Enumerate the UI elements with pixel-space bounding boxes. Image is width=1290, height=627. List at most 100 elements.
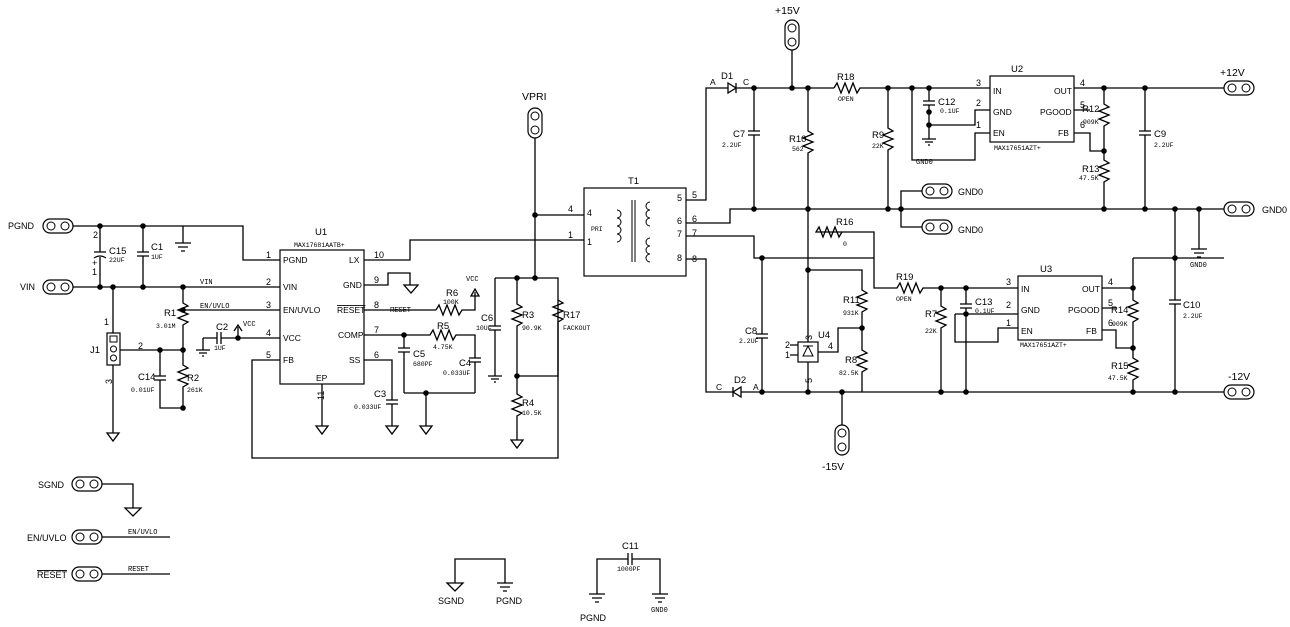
u1-num-6: 6 bbox=[374, 350, 379, 360]
t1-secondary-coil-a bbox=[645, 201, 651, 227]
t1-pri-label: PRI bbox=[591, 226, 603, 233]
gnd0-connector-a-label: GND0 bbox=[958, 187, 983, 197]
j1-pin1-num: 1 bbox=[104, 317, 109, 327]
vpri-connector-pin-b bbox=[530, 125, 540, 135]
pgnd-connector-pin-b bbox=[60, 221, 70, 231]
u3-pin-out: OUT bbox=[1082, 284, 1100, 294]
u1-pin-comp: COMP bbox=[338, 330, 364, 340]
input-section: PGND VIN VIN C15 22UF 2 1 + C1 1UF R1 3.… bbox=[8, 218, 280, 443]
minus12-connector-pin-b bbox=[1241, 387, 1251, 397]
plus12-label: +12V bbox=[1220, 67, 1245, 79]
t1-core bbox=[631, 200, 636, 262]
plus12-connector-pin-b bbox=[1241, 83, 1251, 93]
r15-value: 47.5K bbox=[1108, 375, 1128, 382]
junction bbox=[805, 389, 811, 395]
t1-pin1-in: 1 bbox=[587, 237, 592, 247]
reset-out-label: RESET bbox=[128, 566, 149, 574]
u2-num-4: 4 bbox=[1080, 78, 1085, 88]
u4-pin5: 5 bbox=[804, 378, 814, 383]
u3-input-wires bbox=[954, 287, 1018, 343]
c14-value: 0.01UF bbox=[131, 387, 155, 394]
sgnd-wire bbox=[102, 483, 143, 517]
u2-num-1: 1 bbox=[976, 120, 981, 130]
u2-num-3: 3 bbox=[976, 78, 981, 88]
gnd0-right-label: GND0 bbox=[1262, 205, 1287, 215]
u1-num-9: 9 bbox=[374, 275, 379, 285]
gnd0-connector-b-label: GND0 bbox=[958, 225, 983, 235]
u2-body[interactable] bbox=[989, 75, 1075, 143]
u1-pin-fb: FB bbox=[283, 355, 294, 365]
j1-pin2-num: 2 bbox=[138, 341, 143, 351]
gnd0-connector-a-pin-b bbox=[939, 186, 949, 196]
t1-pin7-wire bbox=[686, 235, 762, 259]
vin-connector-label: VIN bbox=[20, 282, 35, 292]
vin-net-label: VIN bbox=[200, 279, 213, 287]
c13-value: 0.1UF bbox=[975, 308, 995, 315]
c1-ref: C1 bbox=[151, 242, 163, 253]
u2-ref: U2 bbox=[1011, 64, 1023, 75]
u4-ref: U4 bbox=[818, 330, 830, 341]
r10-symbol bbox=[801, 88, 815, 394]
minus15-label: -15V bbox=[822, 461, 844, 473]
c3-symbol bbox=[364, 359, 400, 436]
junction bbox=[759, 389, 765, 395]
gnd0-right-pin-a bbox=[1227, 204, 1237, 214]
d2-anode: A bbox=[753, 382, 759, 392]
r14-value: 909K bbox=[1112, 321, 1128, 328]
u1-pin-lx: LX bbox=[349, 255, 360, 265]
plus15-connector-pin-b bbox=[787, 37, 797, 47]
u1-pin-ss: SS bbox=[349, 355, 361, 365]
u2-gnd-wire bbox=[929, 109, 990, 126]
c11-ref: C11 bbox=[622, 541, 639, 552]
r9-symbol bbox=[881, 88, 895, 209]
r5-ref: R5 bbox=[437, 321, 449, 332]
c15-plus: + bbox=[92, 258, 97, 268]
u1-fb-feedback-wire bbox=[251, 300, 559, 459]
t1-pin1: 1 bbox=[568, 230, 573, 240]
j1-ground-symbol bbox=[105, 432, 121, 443]
vin-connector-pin-b bbox=[60, 282, 70, 292]
junction bbox=[938, 389, 944, 395]
u4-ref-wire bbox=[818, 327, 862, 353]
r5-value: 4.75K bbox=[433, 344, 453, 351]
u1-ref: U1 bbox=[315, 227, 327, 238]
c11-symbol bbox=[596, 553, 661, 594]
c14-symbol bbox=[154, 350, 183, 409]
c15-value: 22UF bbox=[109, 257, 125, 264]
u1-num-7: 7 bbox=[374, 325, 379, 335]
c9-value: 2.2UF bbox=[1154, 142, 1174, 149]
j1-pin3 bbox=[110, 354, 117, 362]
u3-body[interactable] bbox=[1017, 275, 1103, 341]
t1-pin7-in: 7 bbox=[677, 229, 682, 239]
t1-pin6: 6 bbox=[692, 214, 697, 224]
u1-pin-reset: RESET bbox=[337, 305, 365, 315]
sgnd-connector-pin-a bbox=[75, 479, 85, 489]
r12-value: 909K bbox=[1083, 119, 1099, 126]
u2-num-2: 2 bbox=[976, 98, 981, 108]
u3-pin-gnd: GND bbox=[1021, 305, 1040, 315]
u1-pin-vcc: VCC bbox=[283, 333, 301, 343]
r4-value: 10.5K bbox=[522, 410, 542, 417]
sgnd-pgnd-tie bbox=[454, 558, 506, 583]
u3-pin-fb: FB bbox=[1086, 326, 1097, 336]
r6-value: 100K bbox=[443, 299, 459, 306]
bottom-connectors: SGND EN/UVLO EN/UVLO RESET RESET SGND PG… bbox=[27, 476, 668, 623]
t1-pin5-in: 5 bbox=[677, 193, 682, 203]
c5-symbol bbox=[398, 347, 410, 393]
c6-value: 10UF bbox=[476, 325, 492, 332]
r4-symbol bbox=[509, 376, 525, 450]
r12-r13-symbol bbox=[1097, 88, 1111, 209]
r11-value: 931K bbox=[843, 310, 859, 317]
sgnd-symbol-label: SGND bbox=[438, 596, 465, 606]
j1-connector[interactable] bbox=[106, 332, 121, 366]
c7-symbol bbox=[748, 88, 760, 209]
u1-controller: U1 MAX17681AATB+ PGND VIN EN/UVLO VCC FB… bbox=[251, 227, 584, 459]
u3-num-4: 4 bbox=[1108, 277, 1113, 287]
gnd0-ground-symbol bbox=[1191, 209, 1207, 258]
u1-body[interactable] bbox=[279, 249, 365, 385]
c11-gnd0-symbol bbox=[652, 593, 668, 603]
sgnd-connector-pin-b bbox=[89, 479, 99, 489]
junction bbox=[180, 405, 186, 411]
d1-ref: D1 bbox=[721, 71, 733, 82]
junction bbox=[885, 206, 891, 212]
